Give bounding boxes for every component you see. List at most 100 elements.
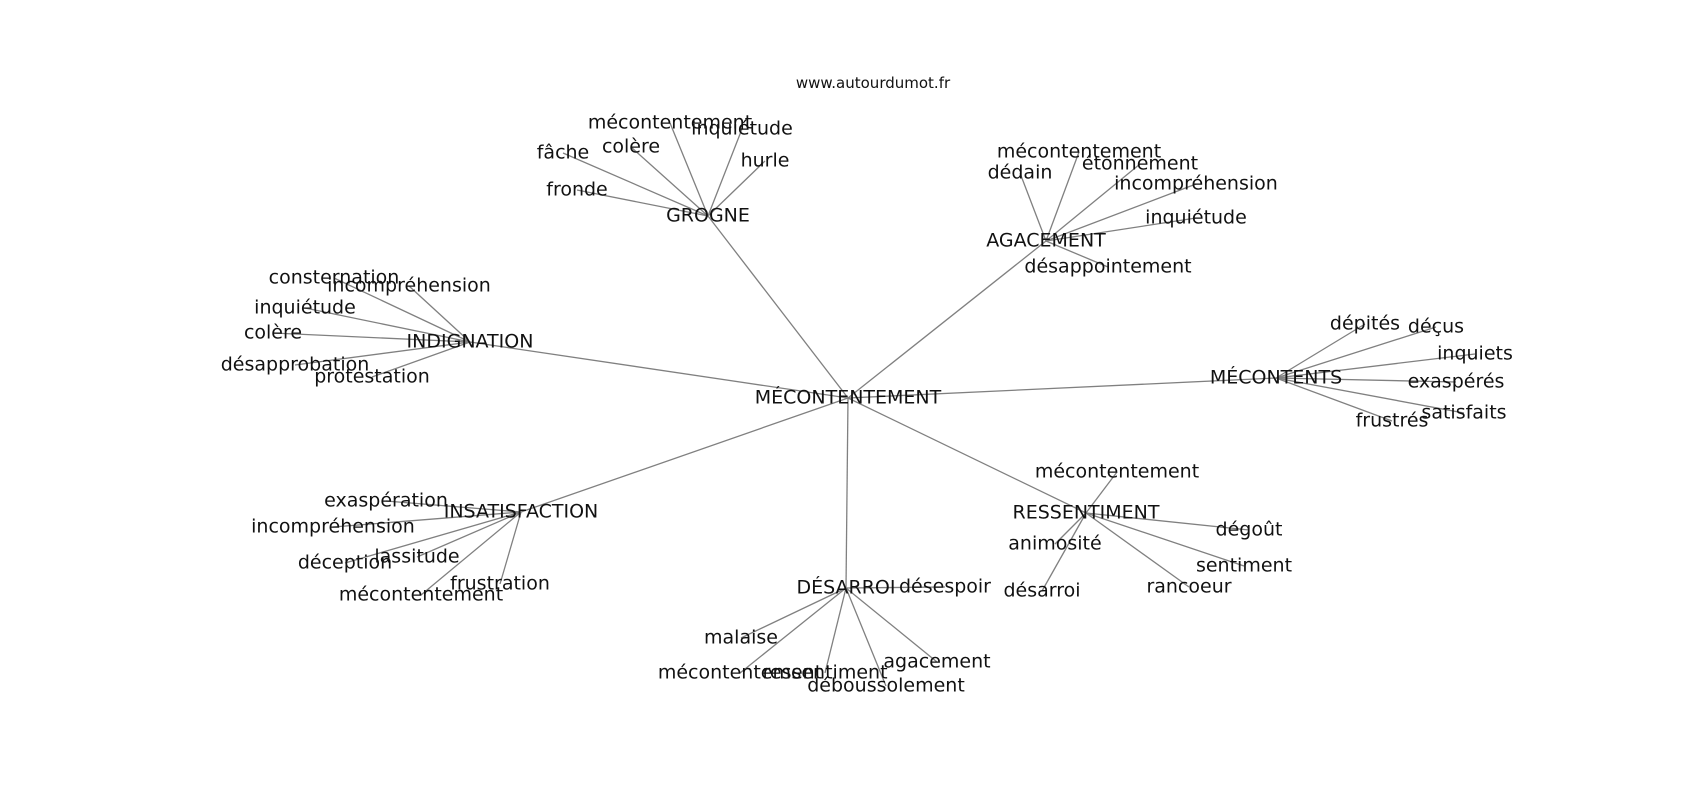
edge-indignation-leaf (272, 332, 471, 343)
edge-agacement-leaf (1045, 217, 1197, 242)
leaf-word: hurle (741, 150, 790, 172)
edge-mecontents-leaf (1275, 377, 1393, 422)
center-node: MÉCONTENTEMENT (755, 386, 942, 409)
edge-mecontents-leaf (1275, 377, 1457, 383)
leaf-word: consternation (269, 267, 400, 289)
edge-agacement-leaf (1045, 183, 1197, 242)
leaf-word: déçus (1408, 316, 1464, 338)
leaf-word: agacement (883, 651, 990, 673)
edge-insatisfaction-leaf (385, 500, 522, 513)
leaf-word: colère (244, 322, 302, 344)
leaf-word: mécontentement (658, 662, 822, 684)
cluster-node-mecontents: MÉCONTENTS (1210, 366, 1342, 389)
edge-grogne-leaf (576, 189, 709, 217)
edge-desarroi-leaf (845, 586, 946, 589)
source-label: www.autourdumot.fr (796, 74, 951, 92)
leaf-word: exaspération (324, 490, 448, 512)
edge-center-mecontents (847, 377, 1277, 399)
edge-desarroi-leaf (845, 587, 887, 687)
leaf-word: incompréhension (327, 275, 491, 297)
edge-grogne-leaf (707, 160, 766, 217)
leaf-word: fronde (546, 179, 608, 201)
edge-center-agacement (847, 240, 1047, 399)
edge-mecontents-leaf (1275, 323, 1366, 379)
leaf-word: inquiets (1437, 343, 1513, 365)
edge-center-grogne (707, 215, 849, 399)
edge-center-insatisfaction (520, 397, 849, 513)
edge-agacement-leaf (1045, 151, 1080, 242)
edge-ressentiment-leaf (1054, 512, 1087, 545)
edge-indignation-leaf (408, 285, 471, 343)
leaf-word: frustration (450, 573, 550, 595)
cluster-node-insatisfaction: INSATISFACTION (444, 501, 599, 523)
leaf-word: désespoir (899, 576, 991, 598)
edge-ressentiment-leaf (1085, 512, 1250, 531)
edge-ressentiment-leaf (1085, 471, 1118, 514)
leaf-word: incompréhension (251, 516, 415, 538)
leaf-word: exaspérés (1408, 371, 1505, 393)
leaf-word: déboussolement (807, 675, 965, 697)
leaf-word: inquiétude (254, 297, 356, 319)
edge-mecontents-leaf (1275, 353, 1476, 379)
leaf-word: désapprobation (221, 354, 370, 376)
edge-desarroi-leaf (740, 587, 847, 639)
edge-desarroi-leaf (845, 587, 938, 663)
leaf-word: désappointement (1024, 256, 1191, 278)
leaf-word: rancoeur (1146, 576, 1231, 598)
leaf-word: protestation (314, 366, 430, 388)
edge-agacement-leaf (1045, 240, 1109, 268)
cluster-node-agacement: AGACEMENT (986, 230, 1106, 252)
edge-center-desarroi (845, 397, 849, 589)
leaf-word: sentiment (1196, 555, 1292, 577)
edge-agacement-leaf (1045, 163, 1141, 242)
cluster-node-indignation: INDIGNATION (407, 331, 534, 353)
edge-grogne-leaf (669, 122, 709, 217)
leaf-word: incompréhension (1114, 173, 1278, 195)
leaf-word: satisfaits (1421, 402, 1506, 424)
edge-ressentiment-leaf (1085, 512, 1190, 588)
leaf-word: inquiétude (1145, 207, 1247, 229)
edge-desarroi-leaf (739, 587, 847, 674)
leaf-word: dédain (988, 162, 1053, 184)
leaf-word: dégoût (1216, 519, 1283, 541)
edge-indignation-leaf (333, 277, 471, 343)
leaf-word: mécontentement (588, 112, 752, 134)
edge-mecontents-leaf (1275, 326, 1437, 379)
edge-indignation-leaf (294, 341, 471, 366)
edge-insatisfaction-leaf (420, 511, 522, 596)
edge-ressentiment-leaf (1041, 512, 1087, 592)
edge-ressentiment-leaf (1085, 512, 1245, 567)
leaf-word: mécontentement (1035, 461, 1199, 483)
edge-center-indignation (469, 341, 849, 399)
leaf-word: désarroi (1003, 580, 1080, 602)
edge-insatisfaction-leaf (344, 511, 522, 564)
edges (272, 122, 1476, 687)
edge-insatisfaction-leaf (416, 511, 522, 558)
leaf-word: animosité (1008, 533, 1101, 555)
edge-agacement-leaf (1019, 172, 1047, 242)
cluster-node-desarroi: DÉSARROI (796, 576, 895, 599)
leaf-word: mécontentement (339, 584, 503, 606)
edge-grogne-leaf (707, 128, 743, 217)
leaf-word: frustrés (1356, 410, 1429, 432)
edge-mecontents-leaf (1275, 377, 1465, 414)
cluster-node-ressentiment: RESSENTIMENT (1013, 502, 1160, 524)
labels: www.autourdumot.fr MÉCONTENTEMENT GROGNE f… (221, 74, 1513, 697)
leaf-word: fâche (537, 142, 590, 164)
leaf-word: dépités (1330, 313, 1400, 335)
leaf-word: mécontentement (997, 141, 1161, 163)
cluster-node-grogne: GROGNE (666, 205, 750, 227)
edge-desarroi-leaf (824, 587, 847, 674)
edge-insatisfaction-leaf (499, 511, 522, 585)
leaf-word: déception (298, 552, 392, 574)
edge-center-ressentiment (847, 397, 1087, 514)
edge-indignation-leaf (304, 307, 471, 343)
edge-grogne-leaf (630, 146, 709, 217)
edge-insatisfaction-leaf (332, 511, 522, 528)
leaf-word: inquiétude (691, 118, 793, 140)
leaf-word: lassitude (374, 546, 459, 568)
edge-indignation-leaf (371, 341, 471, 378)
leaf-word: étonnement (1082, 153, 1198, 175)
leaf-word: ressentiment (762, 662, 887, 684)
